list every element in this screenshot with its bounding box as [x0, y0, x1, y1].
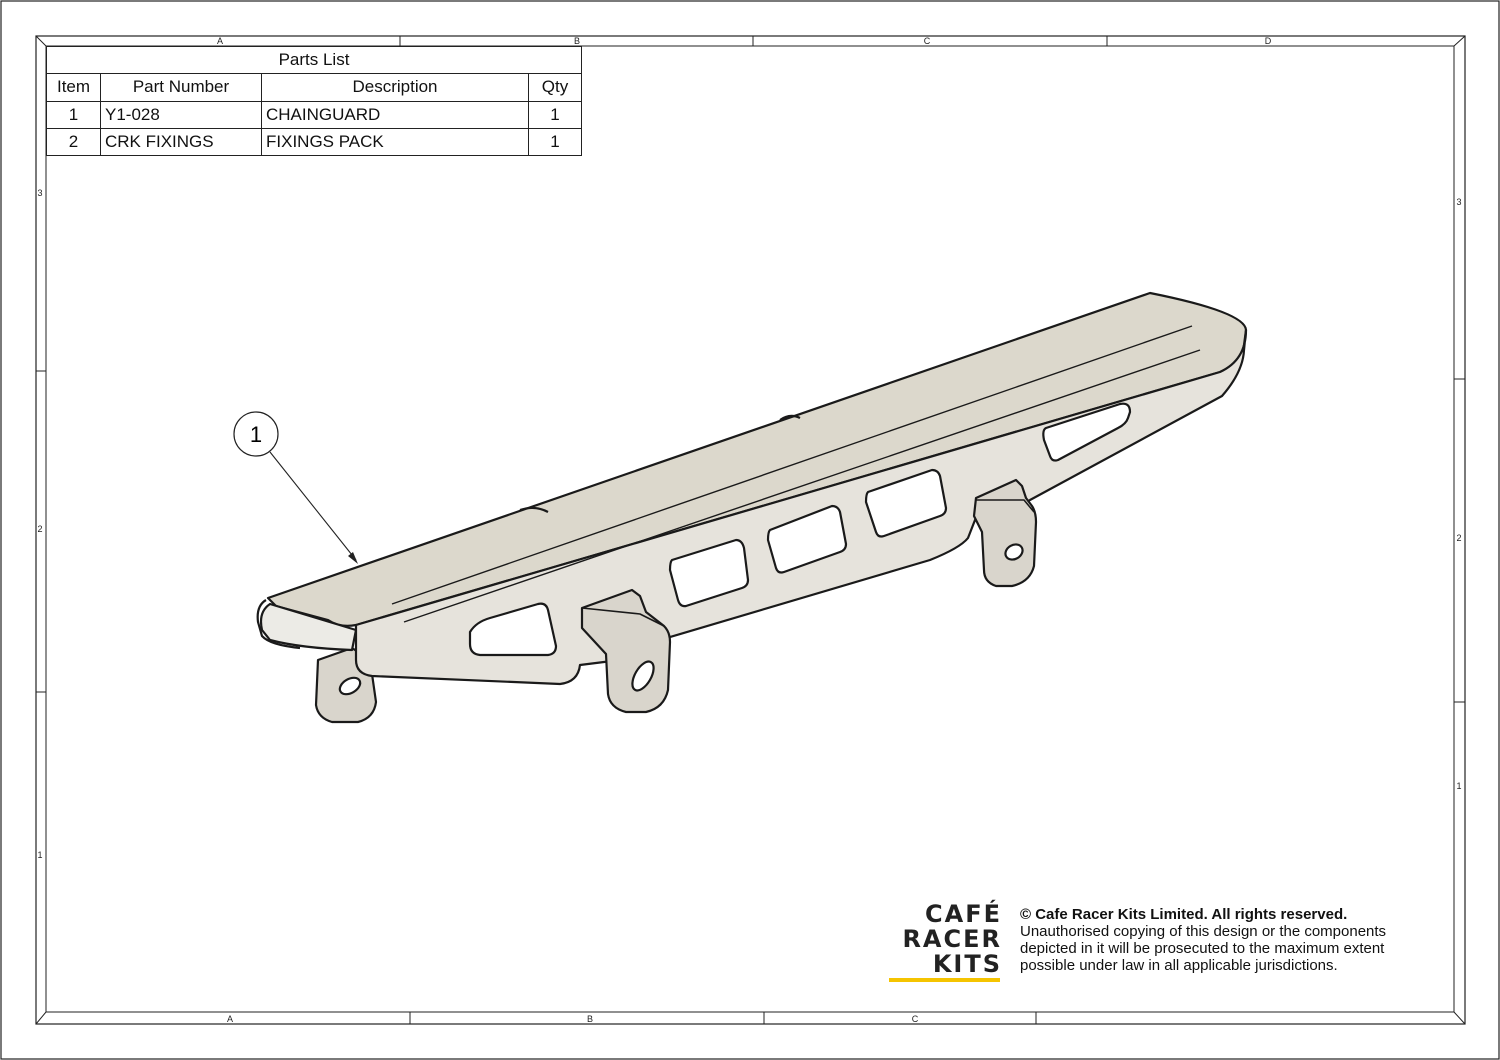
- copyright-notice: © Cafe Racer Kits Limited. All rights re…: [1020, 906, 1460, 974]
- zone-top-d: D: [1265, 36, 1272, 46]
- item-balloon: 1: [233, 411, 358, 564]
- cell-item: 2: [46, 127, 101, 157]
- logo-accent-bar: [889, 978, 1000, 982]
- chainguard-illustration: [256, 291, 1248, 724]
- zone-right-1: 1: [1456, 781, 1461, 791]
- copyright-line: possible under law in all applicable jur…: [1020, 957, 1338, 974]
- logo-line-1: CAFÉ: [925, 900, 1002, 928]
- zone-bottom-b: B: [587, 1014, 593, 1024]
- cell-part-number: CRK FIXINGS: [100, 127, 262, 157]
- parts-list-title: Parts List: [46, 45, 582, 75]
- cutout-3: [766, 504, 848, 574]
- side-plate: [354, 328, 1248, 686]
- zone-left-1: 1: [37, 850, 42, 860]
- table-row: 2 CRK FIXINGS FIXINGS PACK 1: [46, 127, 582, 157]
- header-part-number: Part Number: [100, 73, 262, 102]
- logo-line-3: KITS: [932, 950, 1002, 978]
- mount-bracket-right: [972, 478, 1038, 588]
- cutout-4: [864, 468, 948, 538]
- frame-border: [35, 35, 1466, 1025]
- zone-top-a: A: [217, 36, 223, 46]
- parts-list-table: Parts List Item Part Number Description …: [46, 45, 582, 157]
- zone-left-2: 2: [37, 524, 42, 534]
- zone-top-c: C: [924, 36, 931, 46]
- cell-description: FIXINGS PACK: [261, 127, 529, 157]
- cutout-1: [468, 602, 558, 657]
- cell-item: 1: [46, 100, 101, 129]
- cell-part-number: Y1-028: [100, 100, 262, 129]
- header-qty: Qty: [528, 73, 582, 102]
- cell-description: CHAINGUARD: [261, 100, 529, 129]
- table-row: 1 Y1-028 CHAINGUARD 1: [46, 100, 582, 129]
- zone-right-3: 3: [1456, 197, 1461, 207]
- company-logo: CAFÉ RACER KITS: [886, 902, 1002, 977]
- zone-top-b: B: [574, 36, 580, 46]
- inner-border: [45, 45, 1455, 1013]
- cell-qty: 1: [528, 100, 582, 129]
- header-item: Item: [46, 73, 101, 102]
- header-description: Description: [261, 73, 529, 102]
- leader-line: [269, 451, 357, 561]
- leader-arrowhead: [348, 552, 358, 564]
- cutout-5: [1042, 402, 1132, 462]
- zone-left-3: 3: [37, 188, 42, 198]
- copyright-line: depicted in it will be prosecuted to the…: [1020, 940, 1385, 957]
- logo-line-2: RACER: [902, 925, 1002, 953]
- copyright-headline: © Cafe Racer Kits Limited. All rights re…: [1020, 906, 1348, 923]
- cutout-2: [668, 538, 750, 608]
- zone-right-2: 2: [1456, 533, 1461, 543]
- cell-qty: 1: [528, 127, 582, 157]
- copyright-line: Unauthorised copying of this design or t…: [1020, 923, 1387, 940]
- balloon-label: 1: [250, 422, 262, 447]
- zone-bottom-a: A: [227, 1014, 233, 1024]
- zone-bottom-c: C: [912, 1014, 919, 1024]
